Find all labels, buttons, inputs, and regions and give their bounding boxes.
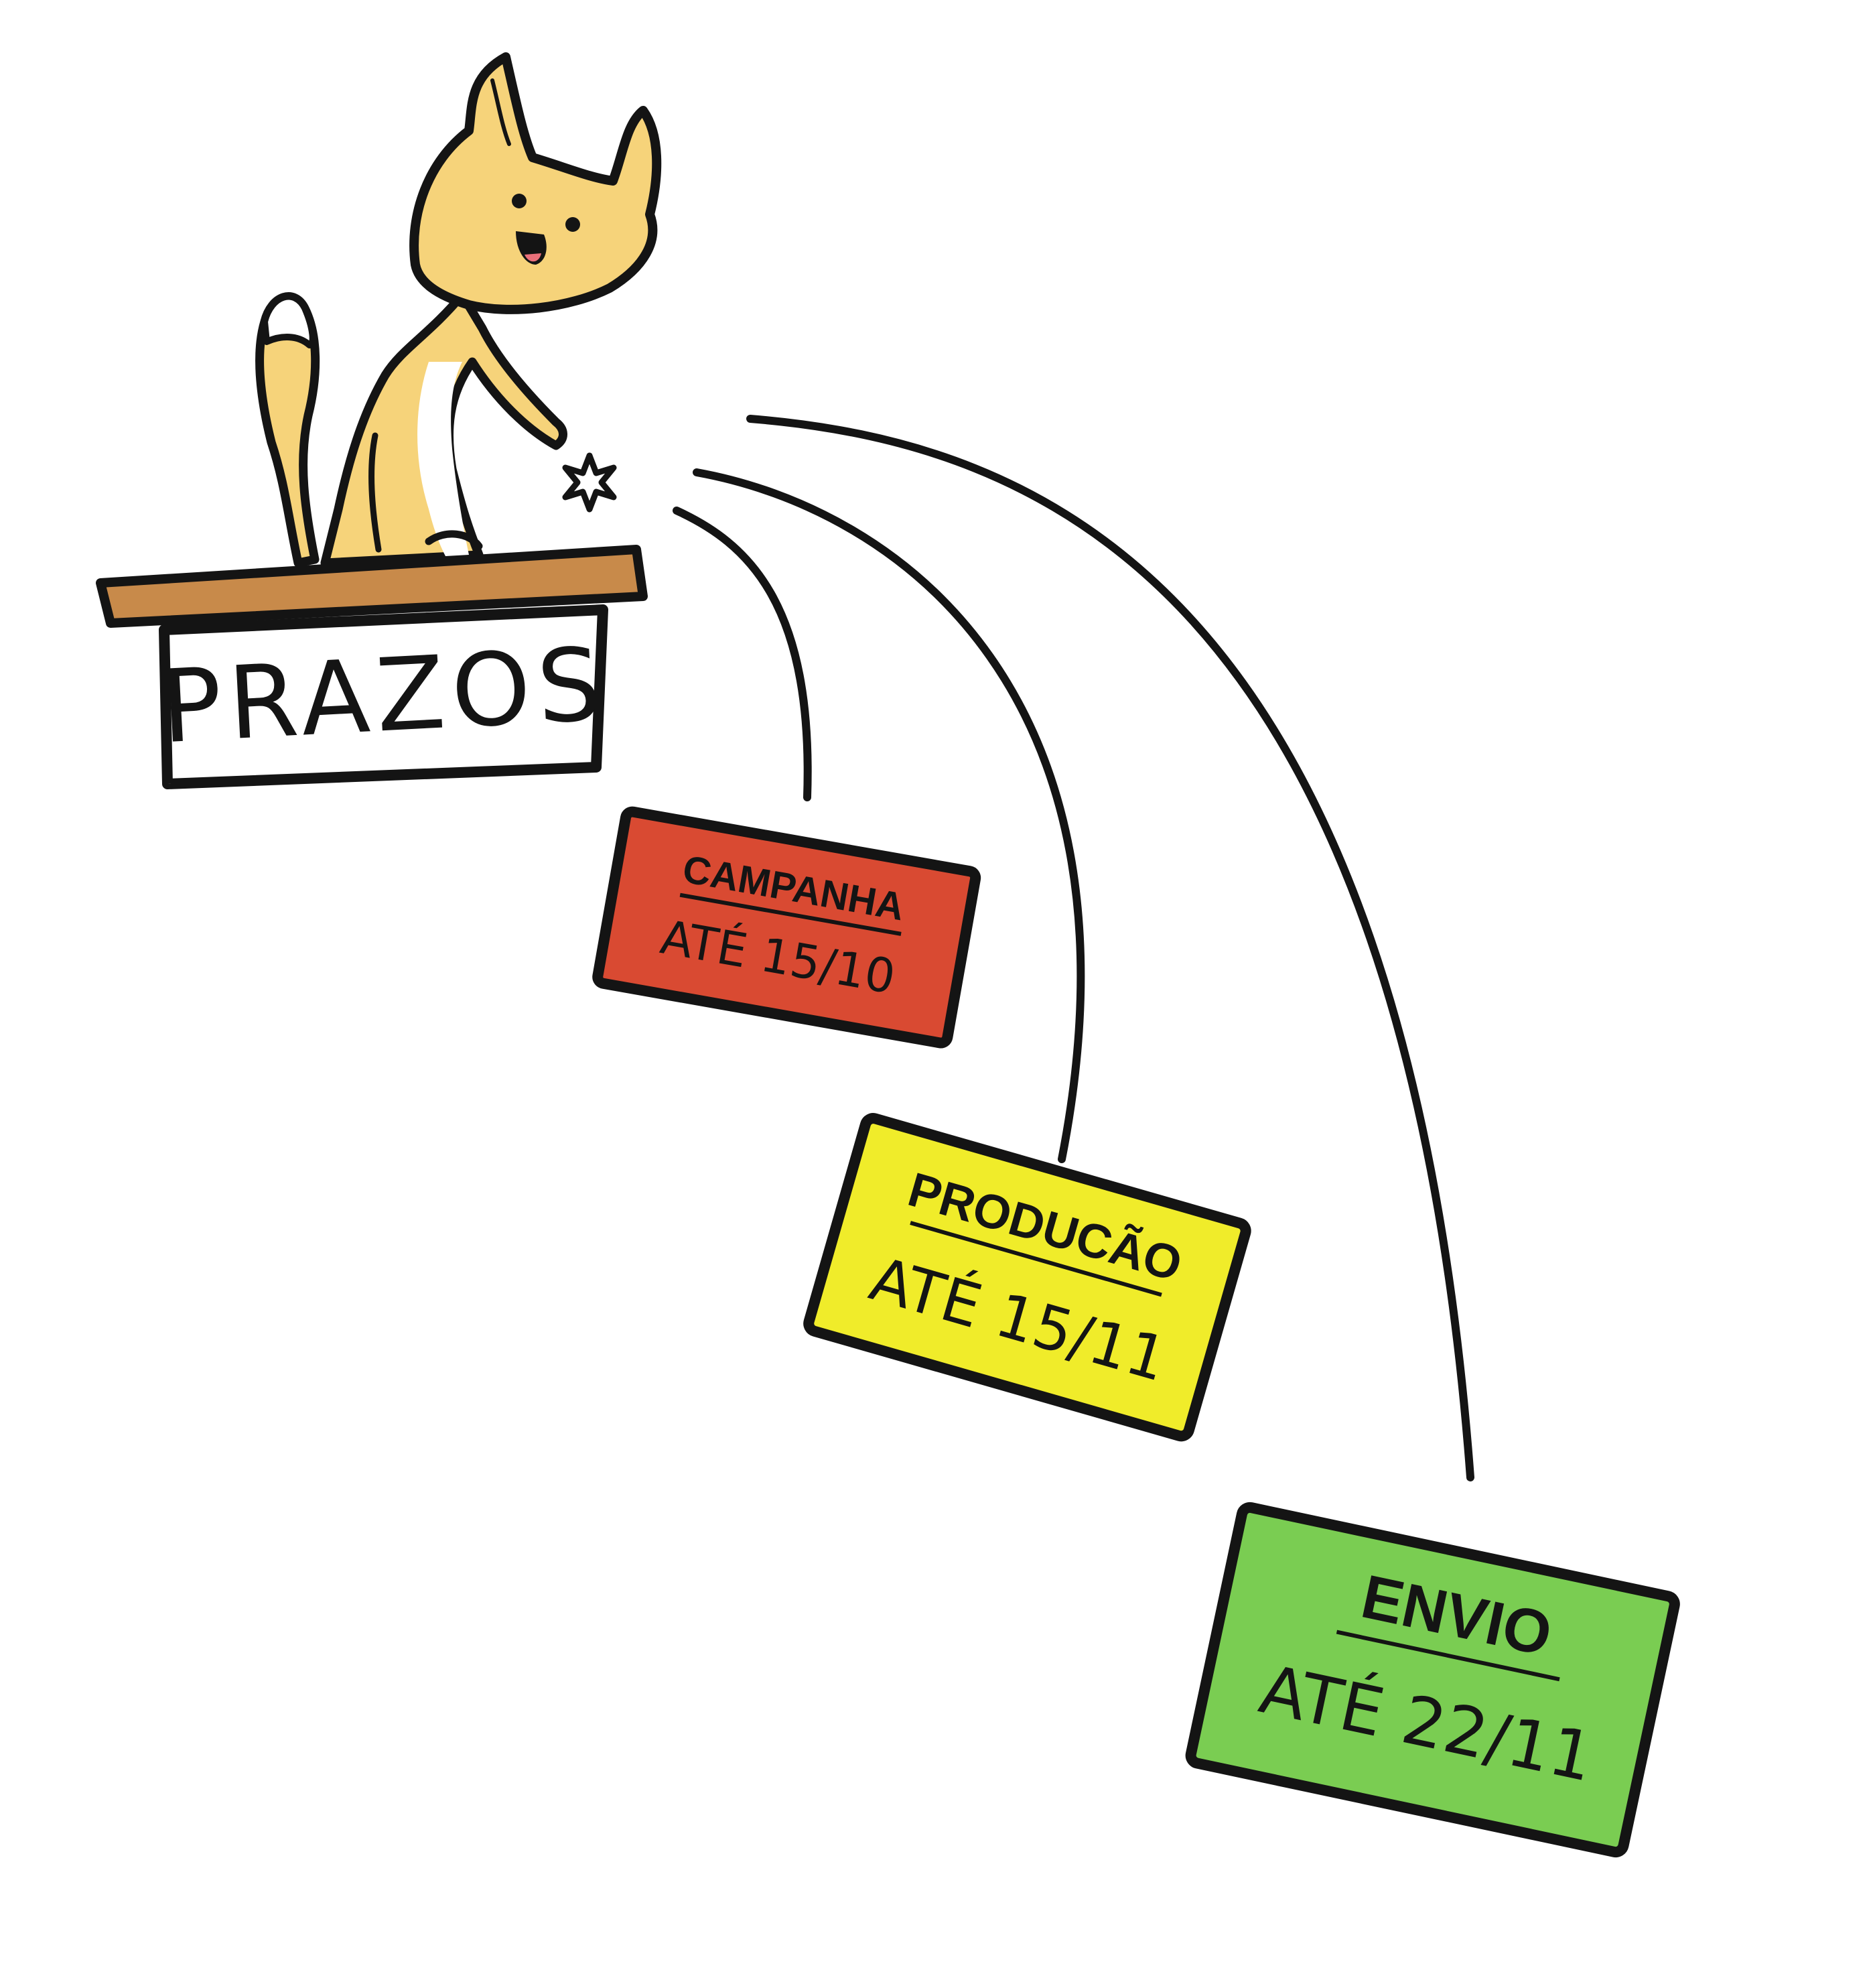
cat-eye-right [565, 217, 580, 232]
card-producao-box [803, 1113, 1251, 1442]
cat-chest [417, 362, 469, 556]
cat-paw [425, 530, 483, 550]
card-producao-underline [910, 1221, 1162, 1297]
card-envio-underline [1336, 1630, 1560, 1682]
card-producao: PRODUCÃO ATÉ 15/11 [803, 1113, 1251, 1442]
motion-arc-short [673, 507, 812, 801]
card-campanha: CAMPANHA ATÉ 15/10 [592, 806, 981, 1049]
shelf-board [96, 545, 648, 628]
shelf: PRAZOS [96, 545, 648, 789]
cat-head [409, 52, 662, 314]
cat-back-shade [368, 432, 382, 553]
card-campanha-box [592, 806, 981, 1049]
sign-box [159, 604, 608, 789]
cat-tongue [525, 253, 541, 262]
motion-arc-middle [693, 468, 1085, 1163]
motion-arcs [673, 415, 1474, 1481]
card-envio-box [1185, 1502, 1680, 1858]
cat-icon [255, 52, 662, 568]
card-envio: ENVIO ATÉ 22/11 [1185, 1502, 1680, 1858]
motion-arc-long [746, 415, 1474, 1481]
cat-tail-tip [261, 293, 316, 348]
cat-eye-left [512, 194, 527, 208]
sparkle-icon [562, 452, 617, 513]
sign-label: PRAZOS [158, 626, 610, 767]
card-campanha-underline [679, 892, 902, 936]
cat-ear-shade [490, 78, 511, 146]
